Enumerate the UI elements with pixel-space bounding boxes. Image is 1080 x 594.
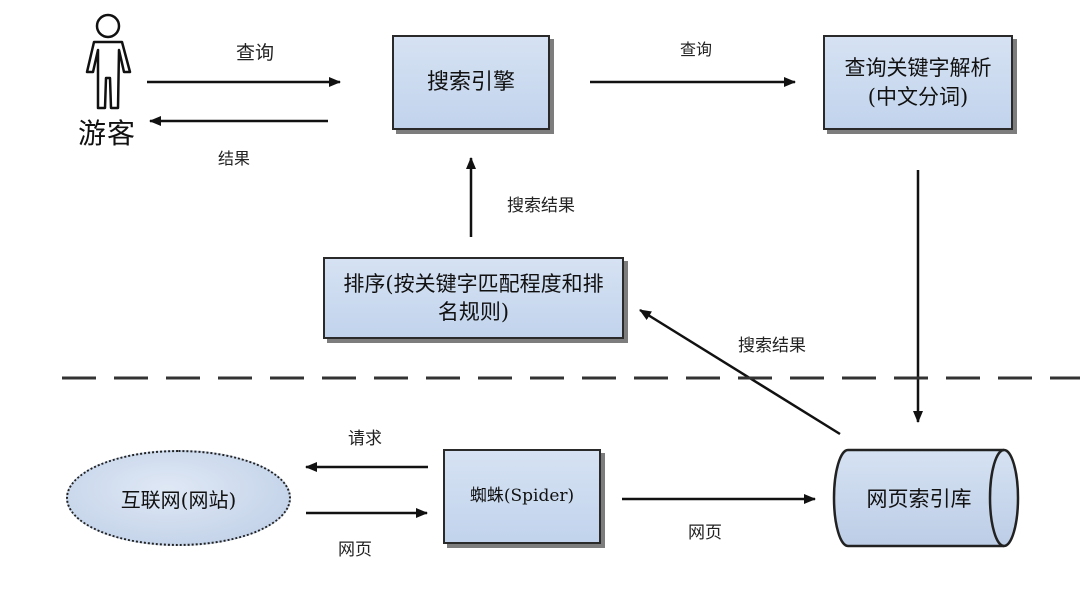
spider-label: 蜘蛛(Spider): [469, 486, 575, 507]
edge-index-to-ranking: [639, 308, 841, 436]
person-icon: [85, 13, 132, 110]
visitor-label: 游客: [78, 117, 137, 150]
keyword-parse-node: 查询关键字解析(中文分词): [823, 35, 1013, 130]
internet-node: 互联网(网站): [66, 450, 291, 546]
internet-label: 互联网(网站): [120, 487, 237, 512]
search-engine-label: 搜索引擎: [426, 69, 515, 95]
edge-label-ranking-results: 搜索结果: [507, 196, 575, 216]
edge-label-spider-pages: 网页: [688, 523, 722, 543]
edge-label-index-results: 搜索结果: [738, 336, 806, 356]
ranking-label: 排序(按关键字匹配程度和排名规则): [343, 271, 604, 324]
search-engine-node: 搜索引擎: [392, 35, 550, 130]
spider-node: 蜘蛛(Spider): [443, 449, 601, 544]
edge-label-engine-query: 查询: [680, 40, 713, 59]
ranking-node: 排序(按关键字匹配程度和排名规则): [323, 257, 624, 339]
edge-label-visitor-result: 结果: [218, 149, 251, 168]
keyword-parse-label: 查询关键字解析(中文分词): [844, 56, 992, 109]
edge-label-internet-pages: 网页: [338, 540, 372, 560]
index-db-label: 网页索引库: [866, 487, 972, 511]
edge-label-visitor-query: 查询: [236, 42, 275, 64]
edge-label-spider-request: 请求: [348, 429, 382, 449]
index-db-cylinder: [832, 448, 1020, 548]
